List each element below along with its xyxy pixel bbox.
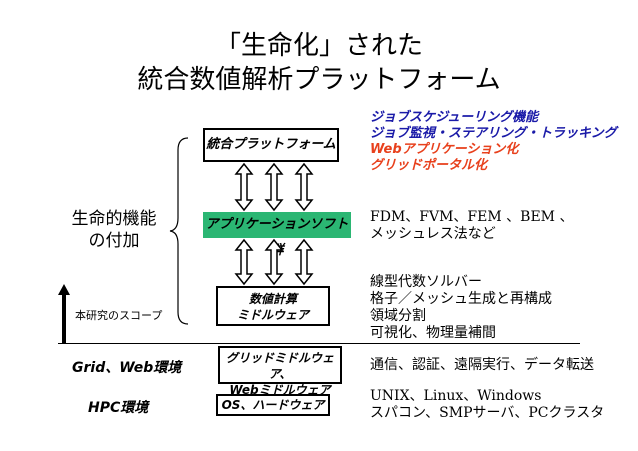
middleware-notes: 線型代数ソルバー 格子／メッシュ生成と再構成 領域分割 可視化、物理量補間 [370,274,552,342]
arrows-lower [234,238,314,286]
feature-list: ジョブスケジューリング機能 ジョブ監視・ステアリング・トラッキング Webアプリ… [370,110,617,174]
middleware-box: 数値計算 ミドルウェア [216,286,330,326]
middleware-line-2: ミドルウェア [236,308,309,322]
apps-note-line-2: メッシュレス法など [370,226,496,242]
feature-grid-portal: グリッドポータル化 [370,158,488,173]
mw-note-line-2: 格子／メッシュ生成と再構成 [370,291,552,307]
divider [58,343,580,344]
hpc-env-label: HPC環境 [88,400,149,416]
scope-brace [169,137,189,325]
title-line-2: 統合数値解析プラットフォーム [137,65,501,95]
arrows-upper [234,162,314,212]
mw-note-line-3: 領域分割 [370,308,426,324]
life-function-line-1: 生命的機能 [71,209,157,229]
life-function-line-2: の付加 [88,231,140,251]
double-arrow-icon [264,162,284,212]
feature-job-monitoring: ジョブ監視・ステアリング・トラッキング [370,126,617,141]
grid-env-label: Grid、Web環境 [72,360,182,376]
double-arrow-icon [294,162,314,212]
os-box: OS、ハードウェア [216,394,330,416]
apps-notes: FDM、FVM、FEM 、BEM 、 メッシュレス法など [370,209,573,243]
double-arrow-icon [264,238,284,286]
feature-web-app: Webアプリケーション化 [370,142,519,157]
double-arrow-icon [234,238,254,286]
mw-note-line-1: 線型代数ソルバー [370,274,482,290]
double-arrow-icon [294,238,314,286]
apps-note-line-1: FDM、FVM、FEM 、BEM 、 [370,209,574,225]
scope-arrow-icon [58,284,70,344]
grid-note: 通信、認証、遠隔実行、データ転送 [370,357,594,373]
grid-middleware-box: グリッドミドルウェア、 Webミドルウェア [218,346,342,397]
apps-box: アプリケーションソフト群 [203,212,351,258]
grid-middleware-line-1: グリッドミドルウェア、 [225,351,334,381]
hpc-note-line-2: スパコン、SMPサーバ、PCクラスタ [370,405,605,421]
platform-box: 統合プラットフォーム [203,128,339,162]
grid-middleware-line-2: Webミドルウェア [229,383,331,397]
scope-label: 本研究のスコープ [75,309,163,322]
life-function-label: 生命的機能 の付加 [64,208,164,252]
mw-note-line-4: 可視化、物理量補間 [370,325,496,341]
feature-job-scheduling: ジョブスケジューリング機能 [370,110,539,125]
hpc-note-line-1: UNIX、Linux、Windows [370,388,542,404]
hpc-notes: UNIX、Linux、Windows スパコン、SMPサーバ、PCクラスタ [370,388,604,422]
double-arrow-icon [234,162,254,212]
middleware-line-1: 数値計算 [248,292,297,306]
title-line-1: 「生命化」された [214,31,423,61]
